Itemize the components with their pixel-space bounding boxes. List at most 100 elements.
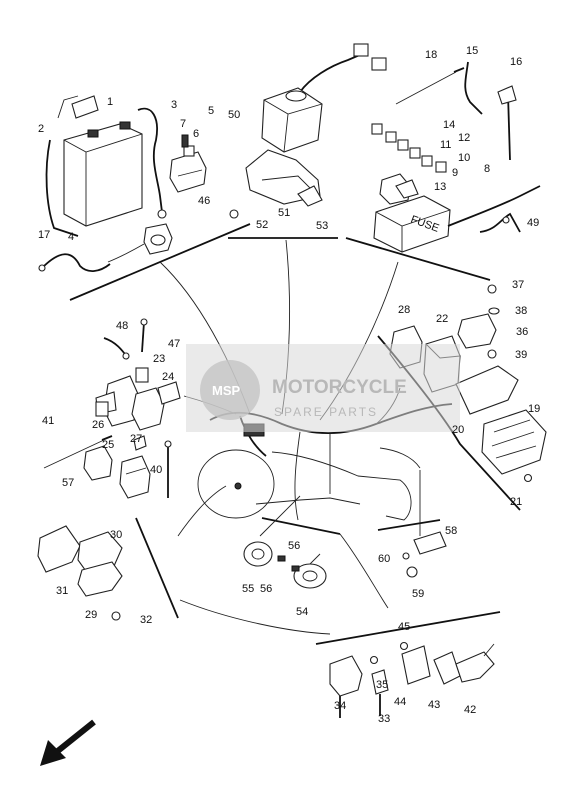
rectifier-bracket [455,365,519,415]
callout-15: 15 [466,45,478,57]
ground-lead [479,212,521,233]
callout-27: 27 [130,433,142,445]
callout-12: 12 [458,132,470,144]
callout-50: 50 [228,109,240,121]
callout-57: 57 [62,477,74,489]
relay-c [83,445,113,481]
wire-tie [43,435,113,469]
rod-lead [164,440,172,498]
reflector-58 [413,531,447,555]
front-direction-arrow [40,719,96,766]
callout-25: 25 [102,439,114,451]
callout-42: 42 [464,704,476,716]
ecu-damper [297,185,323,207]
callout-29: 29 [85,609,97,621]
callout-56: 56 [260,583,272,595]
callout-26: 26 [92,419,104,431]
callout-38: 38 [515,305,527,317]
holder-29 [77,561,123,597]
rectifier-bolt [523,473,533,483]
callout-1: 1 [107,96,113,108]
battery-holder-bolt [181,134,189,148]
callout-53: 53 [316,220,328,232]
battery-band [45,95,79,237]
cover-31 [37,525,81,573]
callout-2: 2 [38,123,44,135]
callout-21: 21 [510,496,522,508]
relay-e [133,435,147,451]
switch-43 [433,651,461,685]
battery [63,121,143,227]
callout-labels: 1234567891011121314151617181920212223242… [38,45,540,725]
callout-46: 46 [198,195,210,207]
fuse-harness [447,185,541,227]
callout-16: 16 [510,56,522,68]
callout-9: 9 [452,167,458,179]
callout-34: 34 [334,700,346,712]
callout-19: 19 [528,403,540,415]
callout-32: 32 [140,614,152,626]
callout-13: 13 [434,181,446,193]
relay-group [43,318,181,499]
callout-40: 40 [150,464,162,476]
callout-37: 37 [512,279,524,291]
callout-60: 60 [378,553,390,565]
sensor-lead [497,85,517,161]
ecu-group [229,43,387,219]
watermark-line1: MOTORCYCLE [272,377,407,398]
small-coupler [95,367,149,417]
cable-tie [395,67,465,105]
battery-cover [71,95,99,119]
battery-cable [137,107,167,219]
callout-52: 52 [256,219,268,231]
callout-55: 55 [242,583,254,595]
callout-23: 23 [153,353,165,365]
callout-59: 59 [412,588,424,600]
callout-28: 28 [398,304,410,316]
callout-17: 17 [38,229,50,241]
bracket-36 [457,313,497,349]
screw-32 [111,611,121,621]
fuse-box: FUSE [373,195,451,253]
switch-42 [455,643,495,683]
callout-45: 45 [398,621,410,633]
frame-outline [197,447,421,521]
reflector-group [402,531,447,578]
fuse-group: FUSE [371,61,541,253]
bolt-35 [369,655,379,665]
nut-59 [406,566,418,578]
switch-33 [371,669,389,716]
callout-10: 10 [458,152,470,164]
ecu-bolt [229,209,239,219]
battery-stay [38,253,111,272]
callout-48: 48 [116,320,128,332]
callout-54: 54 [296,606,308,618]
callout-5: 5 [208,105,214,117]
callout-22: 22 [436,313,448,325]
callout-36: 36 [516,326,528,338]
callout-31: 31 [56,585,68,597]
switch-34 [329,655,363,718]
callout-30: 30 [110,529,122,541]
callout-35: 35 [376,679,388,691]
band-clip [464,61,483,115]
callout-18: 18 [425,49,437,61]
switch-group [329,641,495,718]
watermark: MSP MOTORCYCLE SPARE PARTS [186,344,460,432]
battery-group [38,95,207,272]
ecu-wiring [299,43,387,93]
callout-41: 41 [42,415,54,427]
rectifier-regulator [481,409,547,475]
callout-4: 4 [68,231,74,243]
watermark-badge: MSP [212,383,241,398]
callout-47: 47 [168,338,180,350]
callout-14: 14 [443,119,455,131]
watermark-line2: SPARE PARTS [274,405,378,419]
horn-bolts-56 [277,555,300,572]
callout-43: 43 [428,699,440,711]
callout-39: 39 [515,349,527,361]
relay-lead [140,318,148,353]
callout-6: 6 [193,128,199,140]
starter-relay [169,145,207,193]
horn-55 [243,541,273,567]
